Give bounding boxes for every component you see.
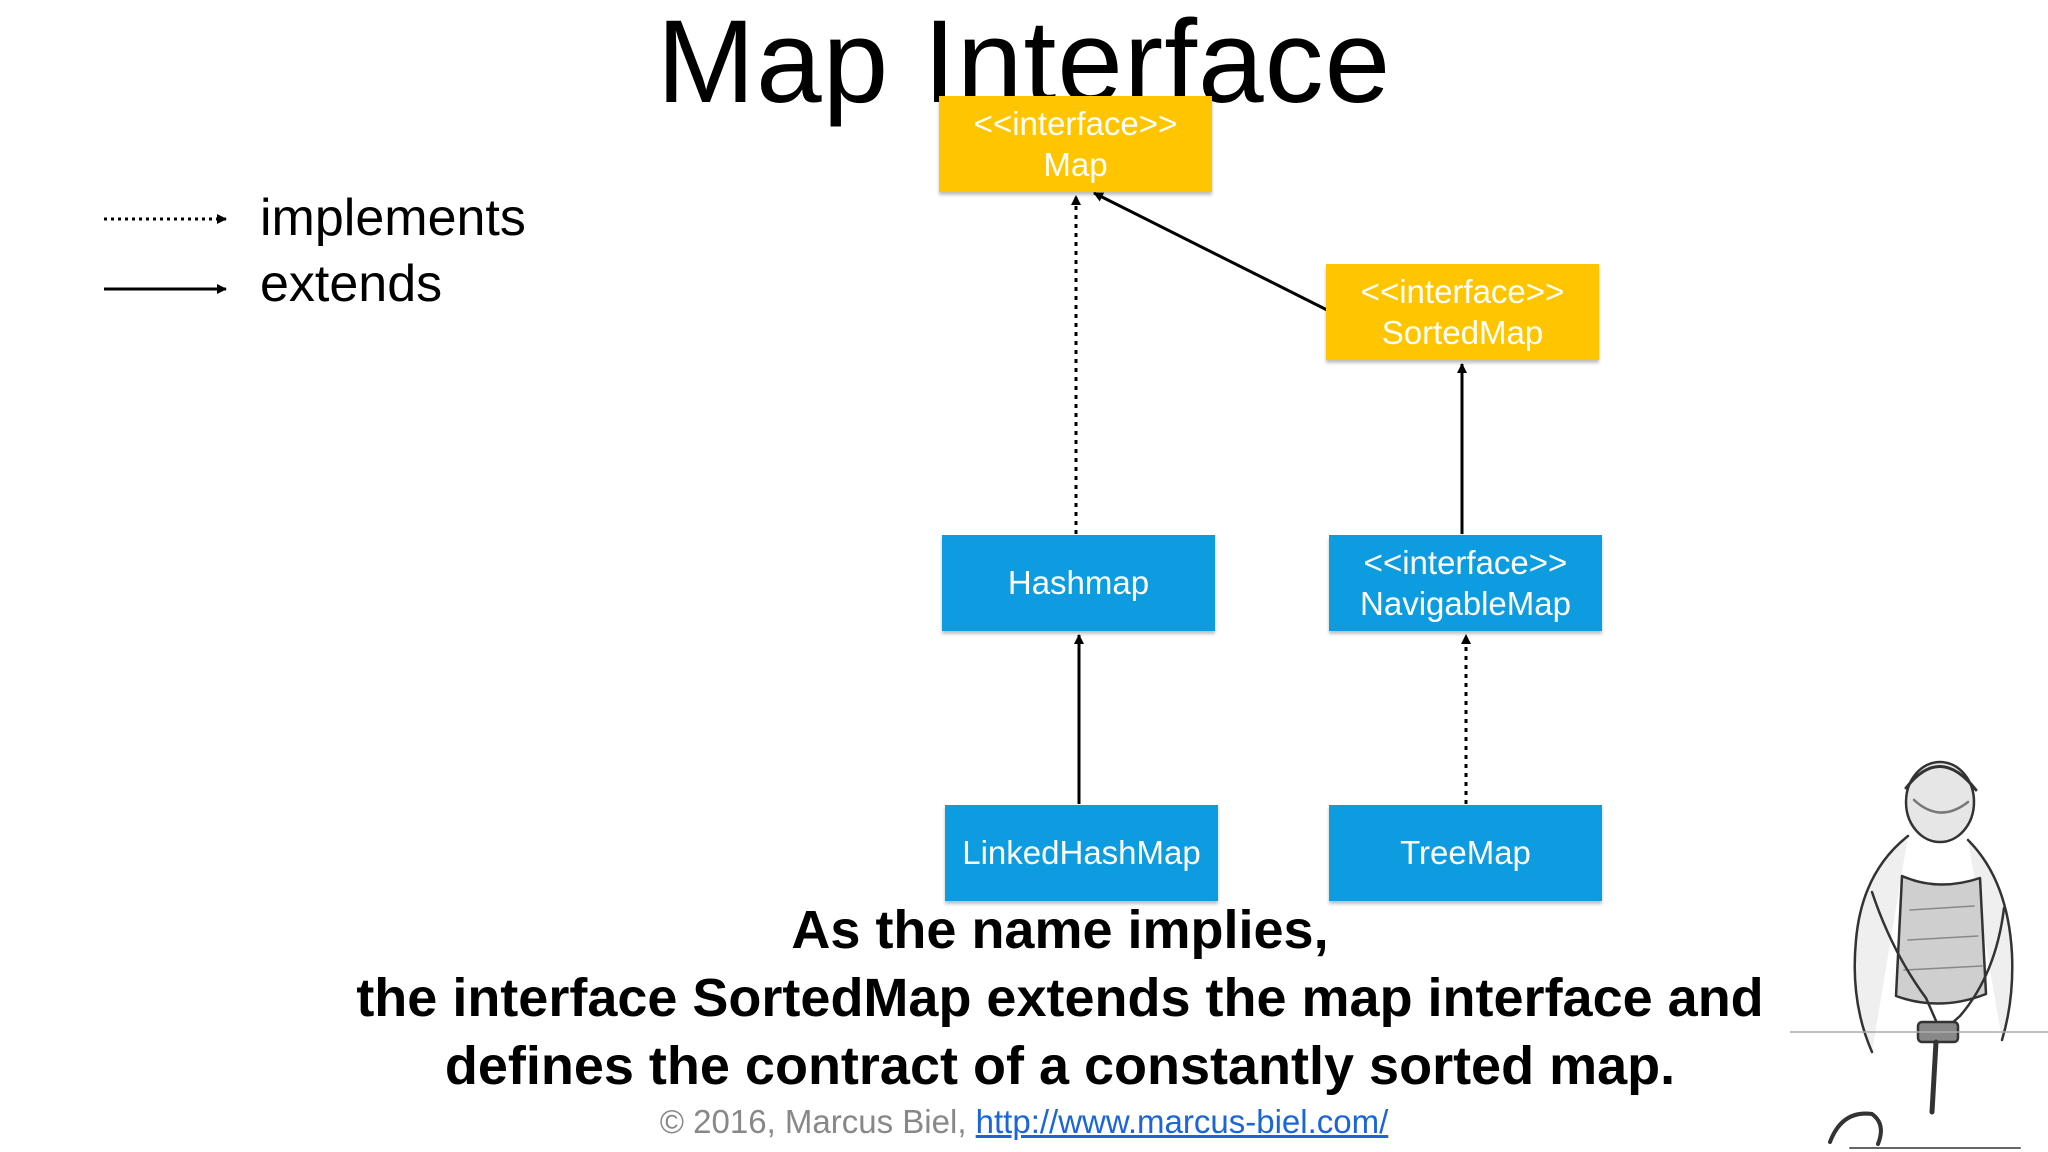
legend-extends-label: extends xyxy=(260,255,443,313)
node-navigablemap: <<interface>> NavigableMap xyxy=(1329,535,1602,631)
footer-copyright: © 2016, Marcus Biel, xyxy=(659,1103,967,1140)
node-treemap-name: TreeMap xyxy=(1400,834,1531,872)
node-linkedhashmap: LinkedHashMap xyxy=(945,805,1218,901)
node-map-stereotype: <<interface>> xyxy=(973,104,1178,142)
node-sortedmap-name: SortedMap xyxy=(1381,314,1544,351)
caption-line-3: defines the contract of a constantly sor… xyxy=(444,1036,1676,1096)
node-hashmap: Hashmap xyxy=(942,535,1215,631)
node-treemap: TreeMap xyxy=(1329,805,1602,901)
caption: As the name implies, the interface Sorte… xyxy=(300,896,1820,1100)
node-linkedhashmap-name: LinkedHashMap xyxy=(962,834,1201,872)
craftsman-illustration xyxy=(1790,760,2048,1149)
node-map-name: Map xyxy=(1043,146,1108,183)
node-sortedmap-stereotype: <<interface>> xyxy=(1360,272,1565,310)
arrow-sortedmap-extends-map xyxy=(1093,191,1340,318)
node-hashmap-name: Hashmap xyxy=(1007,564,1150,602)
node-sortedmap: <<interface>> SortedMap xyxy=(1326,264,1599,360)
legend-implements-label: implements xyxy=(260,189,526,247)
caption-line-2: the interface SortedMap extends the map … xyxy=(356,968,1764,1028)
node-navigablemap-stereotype: <<interface>> xyxy=(1363,543,1568,581)
node-map: <<interface>> Map xyxy=(939,96,1212,192)
node-navigablemap-name: NavigableMap xyxy=(1360,585,1571,622)
footer-link[interactable]: http://www.marcus-biel.com/ xyxy=(975,1103,1389,1140)
caption-line-1: As the name implies, xyxy=(791,900,1329,960)
footer: © 2016, Marcus Biel, http://www.marcus-b… xyxy=(0,1103,2048,1141)
